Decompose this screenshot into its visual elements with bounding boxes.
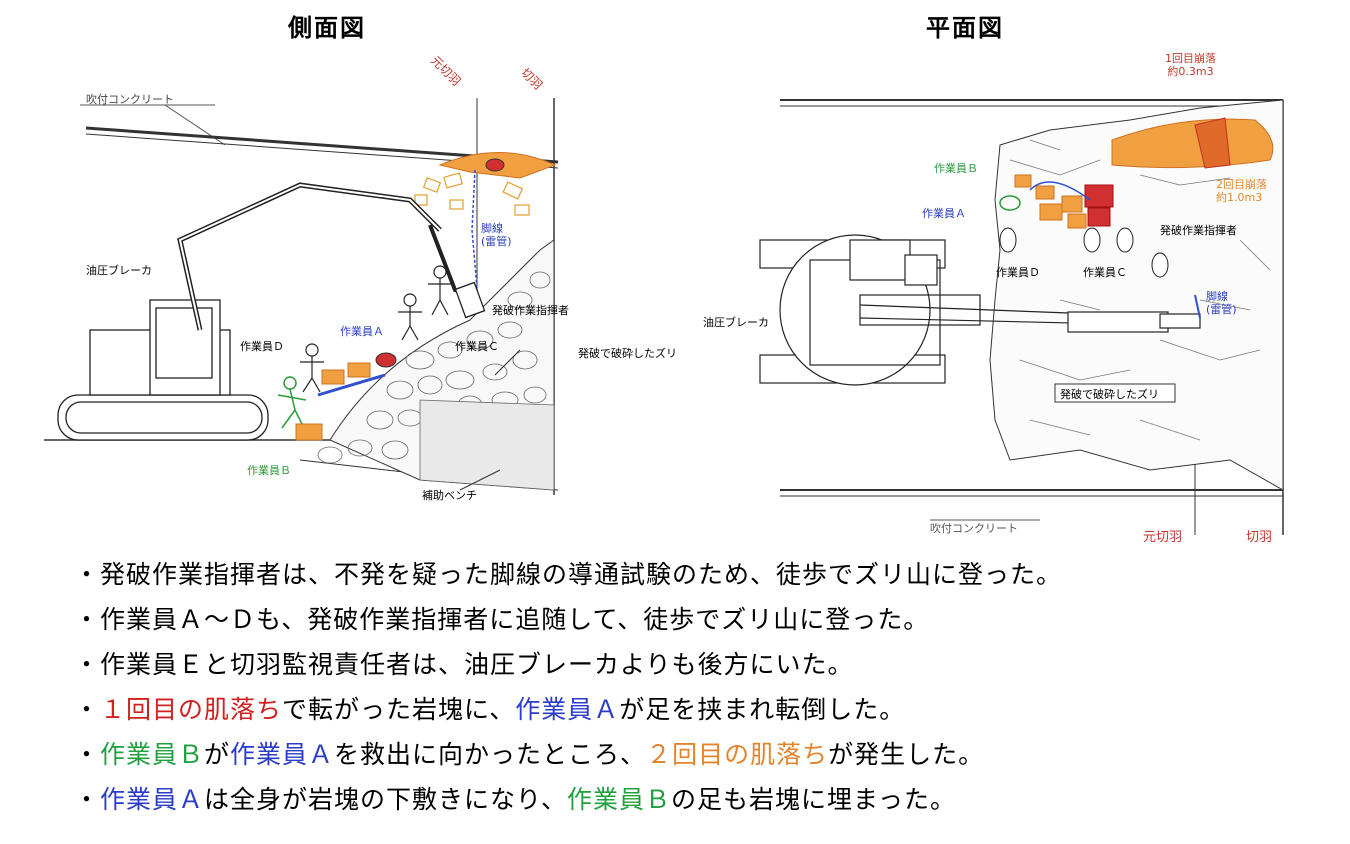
plan-leg-wire-label: 脚線 (雷管) [1206,290,1237,316]
bullet-item: ・１回目の肌落ちで転がった岩塊に、作業員Ａが足を挟まれ転倒した。 [74,687,1334,732]
bullet-mark: ・ [74,605,101,634]
bullet-text-segment: の足も岩塊に埋まった。 [671,785,957,814]
bullet-text-segment: １回目の肌落ち [100,695,283,724]
side-muck-label: 発破で破砕したズリ [578,347,677,360]
bullet-text-segment: が [204,740,231,769]
plan-chief-label: 発破作業指揮者 [1160,224,1237,237]
bullet-mark: ・ [74,650,101,679]
side-view-drawing [44,98,559,495]
plan-worker-d-label: 作業員Ｄ [996,266,1040,279]
bullet-text-segment: が発生した。 [828,740,985,769]
plan-shotcrete-label: 吹付コンクリート [930,522,1018,535]
plan-worker-c-label: 作業員Ｃ [1083,266,1127,279]
bullet-mark: ・ [74,785,101,814]
side-worker-c-label: 作業員Ｃ [455,340,499,353]
plan-worker-b-label: 作業員Ｂ [934,162,978,175]
bullet-text-segment: 作業員Ａ [230,740,335,769]
bullet-text-segment: を救出に向かったところ、 [334,740,647,769]
side-breaker-label: 油圧ブレーカ [86,264,152,277]
bullet-mark: ・ [74,695,101,724]
bullet-text-segment: 作業員Ａ～Ｄも、発破作業指揮者に追随して、徒歩でズリ山に登った。 [100,605,930,634]
plan-fall2-label: 2回目崩落 約1.0m3 [1216,178,1267,204]
bullet-text-segment: ２回目の肌落ち [646,740,829,769]
side-shotcrete-label: 吹付コンクリート [86,93,174,106]
bullet-text-segment: 作業員Ｂ [100,740,205,769]
bullet-text-segment: が足を挟まれ転倒した。 [619,695,906,724]
bullet-mark: ・ [74,740,101,769]
side-leg-wire-label: 脚線 (雷管) [481,222,512,248]
description-bullet-list: ・発破作業指揮者は、不発を疑った脚線の導通試験のため、徒歩でズリ山に登った。・作… [74,552,1334,822]
bullet-item: ・作業員Ａは全身が岩塊の下敷きになり、作業員Ｂの足も岩塊に埋まった。 [74,777,1334,822]
side-worker-a-label: 作業員Ａ [340,325,384,338]
bullet-item: ・作業員Ｂが作業員Ａを救出に向かったところ、２回目の肌落ちが発生した。 [74,732,1334,777]
bullet-text-segment: 作業員Ａ [515,695,620,724]
bullet-text-segment: は全身が岩塊の下敷きになり、 [204,785,568,814]
bullet-text-segment: 作業員Ａ [100,785,205,814]
side-worker-d-label: 作業員Ｄ [240,340,284,353]
plan-orig-face-label: 元切羽 [1143,530,1183,545]
bullet-item: ・作業員Ｅと切羽監視責任者は、油圧ブレーカよりも後方にいた。 [74,642,1334,687]
bullet-item: ・作業員Ａ～Ｄも、発破作業指揮者に追随して、徒歩でズリ山に登った。 [74,597,1334,642]
plan-fall1-label: 1回目崩落 約0.3m3 [1165,52,1216,78]
side-worker-b-label: 作業員Ｂ [247,464,291,477]
bullet-text-segment: 作業員Ｅと切羽監視責任者は、油圧ブレーカよりも後方にいた。 [100,650,854,679]
side-bench-label: 補助ベンチ [422,489,477,502]
plan-view-title: 平面図 [926,14,1004,42]
plan-view-drawing [759,99,1284,535]
plan-muck-label: 発破で破砕したズリ [1060,388,1159,401]
plan-breaker-label: 油圧ブレーカ [703,316,769,329]
side-chief-label: 発破作業指揮者 [492,304,569,317]
plan-worker-a-label: 作業員Ａ [922,207,966,220]
bullet-text-segment: 作業員Ｂ [567,785,672,814]
bullet-item: ・発破作業指揮者は、不発を疑った脚線の導通試験のため、徒歩でズリ山に登った。 [74,552,1334,597]
bullet-text-segment: 発破作業指揮者は、不発を疑った脚線の導通試験のため、徒歩でズリ山に登った。 [100,560,1063,589]
bullet-text-segment: で転がった岩塊に、 [282,695,516,724]
plan-face-label: 切羽 [1246,530,1273,545]
side-view-title: 側面図 [288,14,366,42]
bullet-mark: ・ [74,560,101,589]
